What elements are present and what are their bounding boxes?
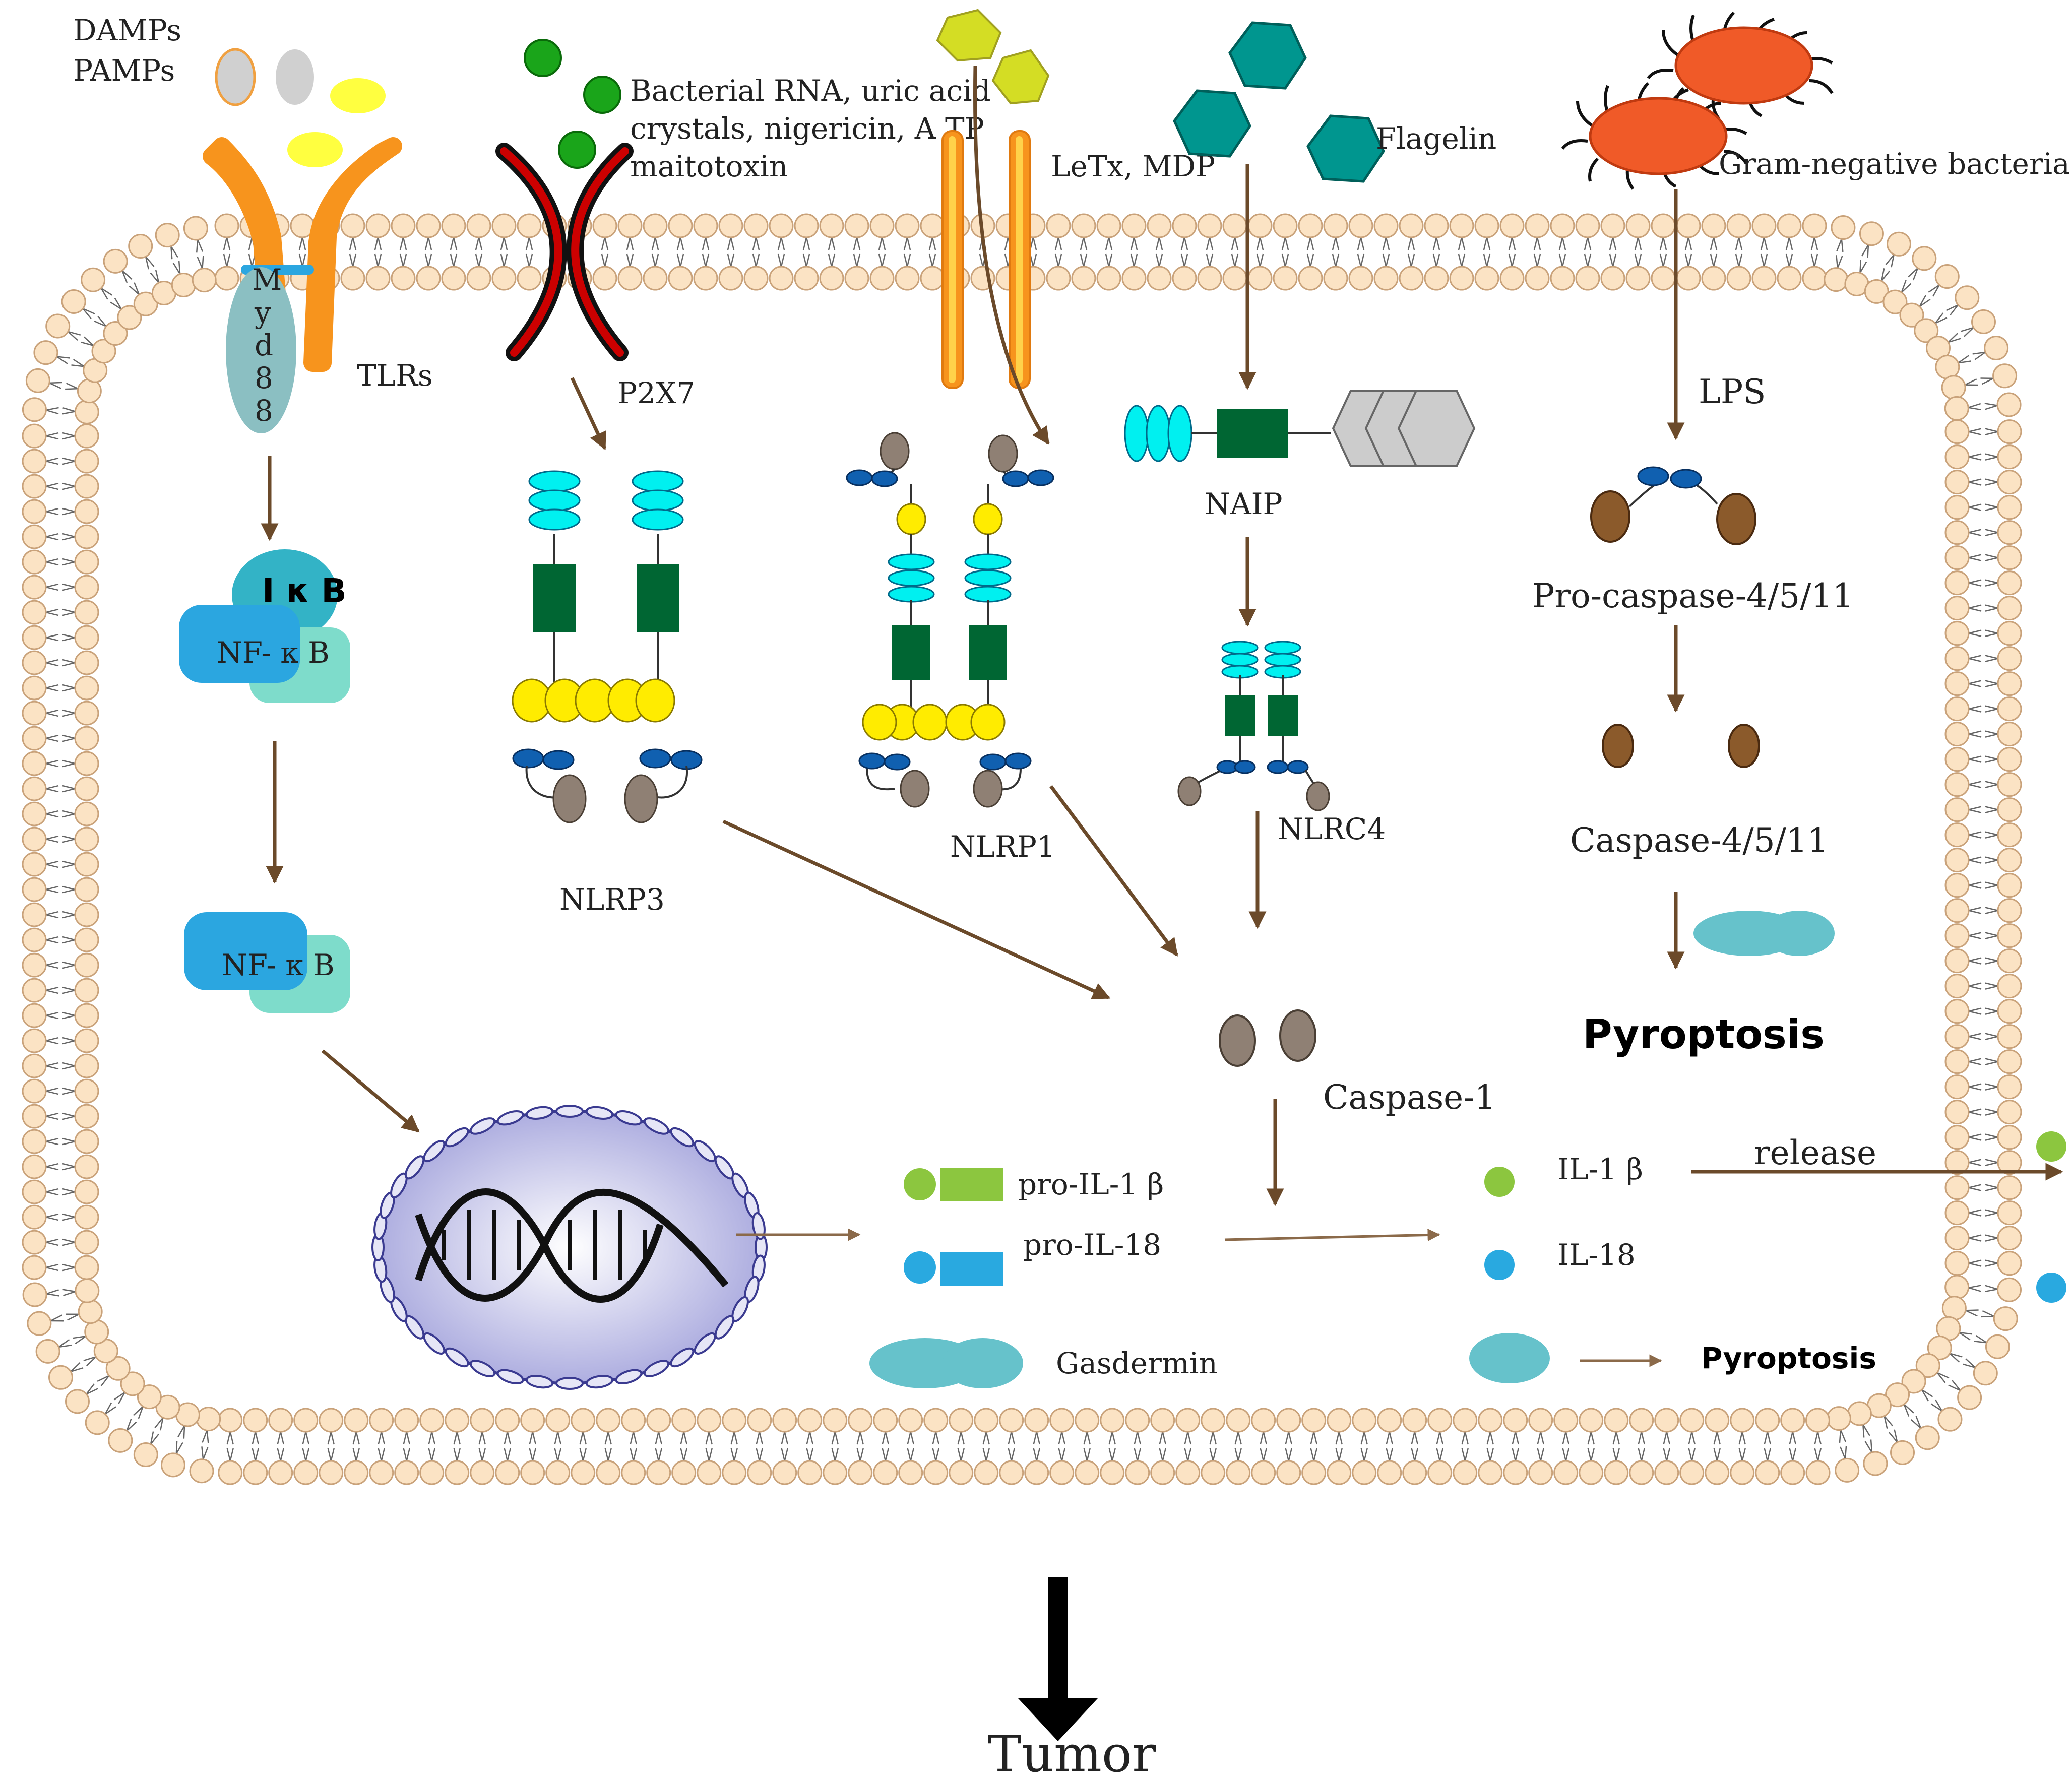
nlrc4-inflammasome xyxy=(1177,641,1330,811)
gasdermin-label: Gasdermin xyxy=(1056,1346,1218,1380)
svg-text:y: y xyxy=(254,295,271,330)
bacterial-label-line3: maitotoxin xyxy=(630,149,788,183)
lps-label: LPS xyxy=(1699,372,1766,411)
caspase1-label: Caspase-1 xyxy=(1323,1078,1496,1117)
pathway-arrows xyxy=(261,65,2063,1206)
pyroptosis-small-label: Pyroptosis xyxy=(1701,1341,1876,1375)
nucleus xyxy=(371,1105,768,1390)
pyroptosis-label: Pyroptosis xyxy=(1583,1011,1825,1058)
letx-ligands xyxy=(936,9,1050,105)
gasdermin-pore-right xyxy=(1693,911,1835,956)
il18-icon xyxy=(1484,1250,1515,1280)
tlr-receptor xyxy=(203,137,402,433)
pamps-label: PAMPs xyxy=(73,53,175,88)
letx-channel xyxy=(941,130,1031,389)
nlrp3-inflammasome xyxy=(512,470,703,823)
dna-helix-icon xyxy=(415,1188,729,1303)
ikb-label: I κ B xyxy=(262,571,347,610)
tumor-arrow xyxy=(1018,1577,1098,1741)
damps-label: DAMPs xyxy=(73,13,181,47)
released-il18-icon xyxy=(2036,1273,2066,1303)
nfkb-free xyxy=(184,912,350,1013)
release-label: release xyxy=(1754,1133,1876,1172)
flagelin-label: Flagelin xyxy=(1376,121,1496,156)
svg-text:d: d xyxy=(255,328,273,362)
il1b-label: IL-1 β xyxy=(1557,1152,1643,1186)
gasdermin-icon xyxy=(869,1338,1023,1388)
naip-label: NAIP xyxy=(1205,487,1283,521)
pro-il18-icon xyxy=(904,1251,1003,1286)
nlrp1-label: NLRP1 xyxy=(950,830,1055,864)
damps-pamps-ligands xyxy=(215,48,386,167)
letx-label: LeTx, MDP xyxy=(1051,149,1215,183)
bacterial-label-line1: Bacterial RNA, uric acid xyxy=(630,74,991,108)
nfkb-label-2: NF- κ B xyxy=(222,948,335,982)
gram-negative-bacteria-icon xyxy=(1561,11,1834,190)
naip-complex xyxy=(1124,390,1476,467)
caspase-4511-label: Caspase-4/5/11 xyxy=(1570,821,1829,860)
nfkb-label-1: NF- κ B xyxy=(217,635,330,670)
released-il1b-icon xyxy=(2036,1131,2066,1162)
tumor-label: Tumor xyxy=(988,1725,1156,1780)
nlrp3-label: NLRP3 xyxy=(559,882,665,917)
flagelin-ligands xyxy=(1173,21,1385,183)
pro-il1b-icon xyxy=(904,1168,1003,1201)
p2x7-label: P2X7 xyxy=(617,376,695,410)
pro-caspase-4511-complex xyxy=(1590,466,1756,545)
svg-text:8: 8 xyxy=(255,361,273,395)
bacterial-rna-ligands xyxy=(524,39,621,169)
bacterial-label-line2: crystals, nigericin, A TP xyxy=(630,111,984,146)
pro-caspase-label: Pro-caspase-4/5/11 xyxy=(1532,577,1853,615)
svg-text:8: 8 xyxy=(255,394,273,428)
il18-label: IL-18 xyxy=(1557,1238,1636,1272)
p2x7-channel xyxy=(495,143,634,361)
nuclear-pores xyxy=(371,1105,768,1390)
tlrs-label: TLRs xyxy=(357,358,433,393)
gasdermin-nterm-icon xyxy=(1469,1333,1550,1383)
pro-il1b-label: pro-IL-1 β xyxy=(1018,1167,1164,1201)
nlrp1-inflammasome xyxy=(846,432,1054,808)
caspase-1 xyxy=(1219,1009,1316,1067)
gram-negative-label: Gram-negative bacteria xyxy=(1719,147,2070,181)
caspase-4511 xyxy=(1602,724,1760,768)
svg-text:M: M xyxy=(252,263,282,297)
light-arrows xyxy=(736,1228,1662,1367)
myd88-label: M y d 8 8 xyxy=(252,263,282,428)
ikb-nfkb-complex xyxy=(179,549,350,703)
pro-il18-label: pro-IL-18 xyxy=(1023,1228,1161,1262)
il1b-icon xyxy=(1484,1167,1515,1197)
nlrc4-label: NLRC4 xyxy=(1278,812,1386,846)
